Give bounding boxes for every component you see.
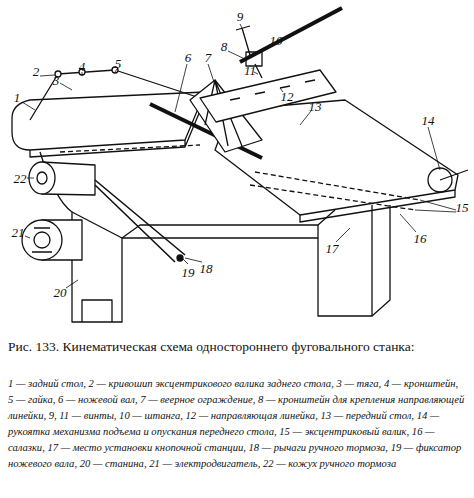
callout-number: 22	[14, 172, 27, 185]
callout-number: 15	[456, 201, 469, 214]
callout-number: 8	[221, 40, 228, 53]
callout-number: 11	[244, 64, 256, 77]
rear-table	[12, 67, 205, 157]
callout-number: 9	[237, 10, 244, 23]
callout-number: 12	[281, 90, 294, 103]
motor	[22, 220, 82, 260]
callout-number: 18	[200, 262, 213, 275]
callout-number: 10	[270, 34, 283, 47]
callout-number: 19	[182, 266, 195, 279]
figure-caption: Рис. 133. Кинематическая схема односторо…	[8, 338, 466, 355]
callout-number: 20	[54, 286, 67, 299]
callout-number: 14	[422, 114, 435, 127]
callout-number: 6	[185, 51, 192, 64]
leader-lines	[22, 24, 456, 288]
callout-number: 2	[33, 65, 40, 78]
front-table	[215, 100, 468, 222]
callout-number: 16	[414, 232, 427, 245]
jointer-illustration	[0, 0, 474, 335]
guide-fence	[200, 8, 342, 122]
callout-number: 7	[205, 51, 212, 64]
callout-number: 17	[326, 242, 339, 255]
callout-number: 3	[53, 74, 60, 87]
callout-number: 21	[12, 226, 25, 239]
brake-cover	[29, 162, 185, 262]
callout-number: 1	[14, 91, 21, 104]
caption-legend: 1 — задний стол, 2 — кривошип эксцентрик…	[8, 376, 466, 472]
callout-number: 4	[79, 60, 86, 73]
callout-number: 13	[309, 100, 322, 113]
callout-number: 5	[115, 57, 122, 70]
